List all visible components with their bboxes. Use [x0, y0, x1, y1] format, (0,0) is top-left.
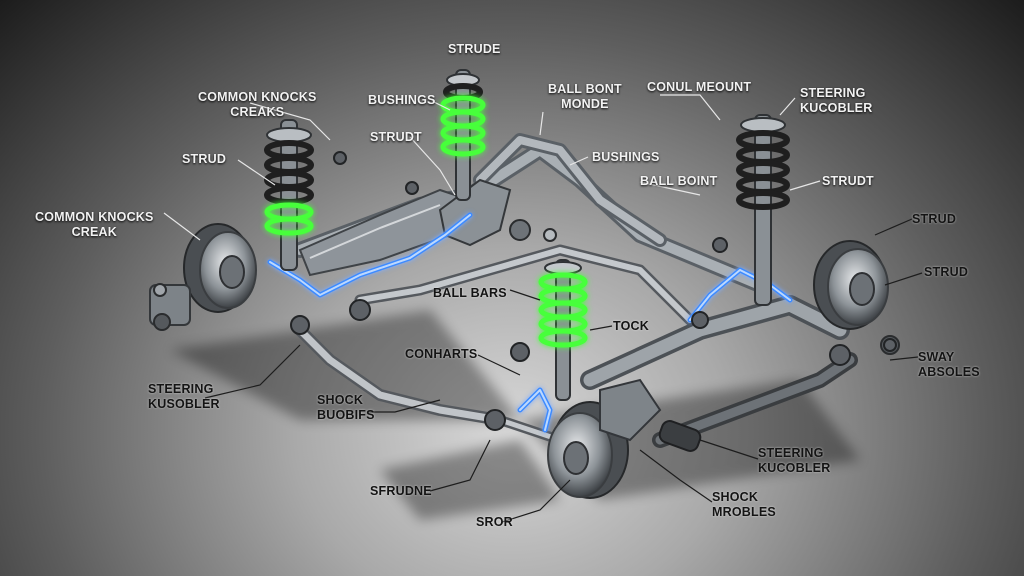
label-ball-boint: BALL BOINT [640, 174, 718, 188]
label-sway-absoles: SWAY ABSOLES [918, 350, 980, 379]
label-bushings-right: BUSHINGS [592, 150, 660, 164]
right-hub-assembly [813, 240, 900, 355]
label-steering-kucobler-bottom: STEERING KUCOBLER [758, 446, 831, 475]
right-strut [736, 114, 790, 306]
label-common-knocks-top: COMMON KNOCKS CREAKS [198, 90, 317, 119]
label-shock-buobifs: SHOCK BUOBIFS [317, 393, 375, 422]
label-steering-kucobler-top: STEERING KUCOBLER [800, 86, 873, 115]
label-strude-top: STRUDE [448, 42, 501, 56]
label-strudt-mid: STRUDT [370, 130, 422, 144]
label-conharts: CONHARTS [405, 347, 478, 361]
label-steering-kusobler-left: STEERING KUSOBLER [148, 382, 220, 411]
blue-glow-links [267, 212, 793, 433]
label-common-knocks-left: COMMON KNOCKS CREAK [35, 210, 154, 239]
label-sror: SROR [476, 515, 513, 529]
label-tock: TOCK [613, 319, 649, 333]
bushings [290, 151, 897, 431]
label-ball-bars: BALL BARS [433, 286, 507, 300]
front-hub-assembly [547, 378, 702, 499]
label-strud-left: STRUD [182, 152, 227, 166]
left-strut [264, 119, 314, 271]
label-sfrudne: SFRUDNE [370, 484, 432, 498]
label-strud-right-top: STRUD [912, 212, 957, 226]
label-strudt-right: STRUDT [822, 174, 874, 188]
center-strut [440, 69, 486, 201]
label-ball-bont: BALL BONT MONDE [548, 82, 622, 111]
left-hub-assembly [149, 223, 257, 331]
label-bushings-left: BUSHINGS [368, 93, 436, 107]
front-strut [538, 259, 588, 401]
label-shock-mrobles: SHOCK MROBLES [712, 490, 776, 519]
label-conul-meount: CONUL MEOUNT [647, 80, 752, 94]
label-strud-right: STRUD [924, 265, 969, 279]
leader-lines [163, 94, 923, 523]
ground-shadows [170, 310, 860, 520]
center-knuckle [438, 178, 557, 247]
